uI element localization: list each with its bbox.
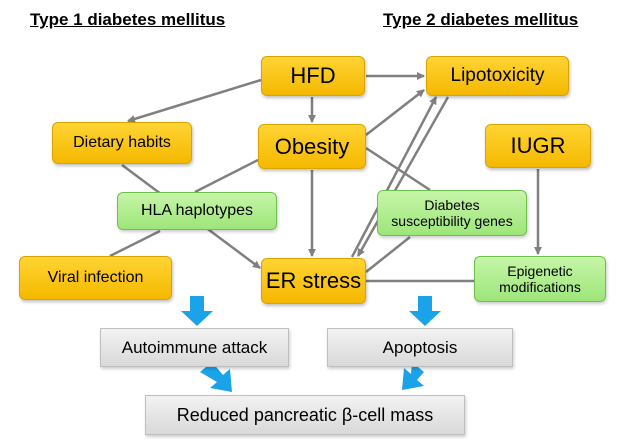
connector-obesity-lipotoxicity [365, 89, 425, 136]
node-apoptosis: Apoptosis [327, 328, 513, 367]
connector-viral-hla [109, 229, 161, 258]
flow-arrow-diag-right [402, 362, 424, 390]
node-autoimmune-attack: Autoimmune attack [100, 328, 289, 367]
node-lipotoxicity: Lipotoxicity [426, 56, 569, 96]
flow-arrow-down-left [181, 296, 213, 326]
connector-obesity-susceptibility [365, 146, 431, 192]
type1-heading: Type 1 diabetes mellitus [30, 10, 226, 29]
node-epigenetic-modifications: Epigenetic modifications [474, 256, 606, 302]
node-viral-infection: Viral infection [19, 256, 172, 300]
node-dietary-habits: Dietary habits [52, 122, 192, 164]
node-hla-haplotypes: HLA haplotypes [117, 192, 277, 230]
type2-heading: Type 2 diabetes mellitus [383, 10, 579, 29]
node-hfd: HFD [261, 56, 365, 96]
susceptibility-line1: Diabetes [424, 196, 480, 213]
flow-arrow-down-right [409, 296, 441, 326]
node-iugr: IUGR [485, 124, 591, 168]
connector-er-lipotoxicity [350, 96, 438, 258]
connector-lipotoxicity-er [356, 96, 450, 257]
epigenetic-line1: Epigenetic [507, 262, 573, 279]
connector-er-susceptibility [365, 236, 411, 273]
epigenetic-line2: modifications [499, 279, 581, 295]
connector-obesity-hla [194, 158, 259, 194]
connector-hfd-dietary [127, 78, 262, 123]
node-diabetes-susceptibility-genes: Diabetes susceptibility genes [377, 190, 527, 236]
node-reduced-beta-cell-mass: Reduced pancreatic β-cell mass [145, 395, 465, 435]
node-obesity: Obesity [258, 124, 366, 169]
node-er-stress: ER stress [261, 258, 366, 304]
susceptibility-line2: susceptibility genes [391, 213, 513, 229]
flow-arrow-diag-left [200, 362, 232, 392]
